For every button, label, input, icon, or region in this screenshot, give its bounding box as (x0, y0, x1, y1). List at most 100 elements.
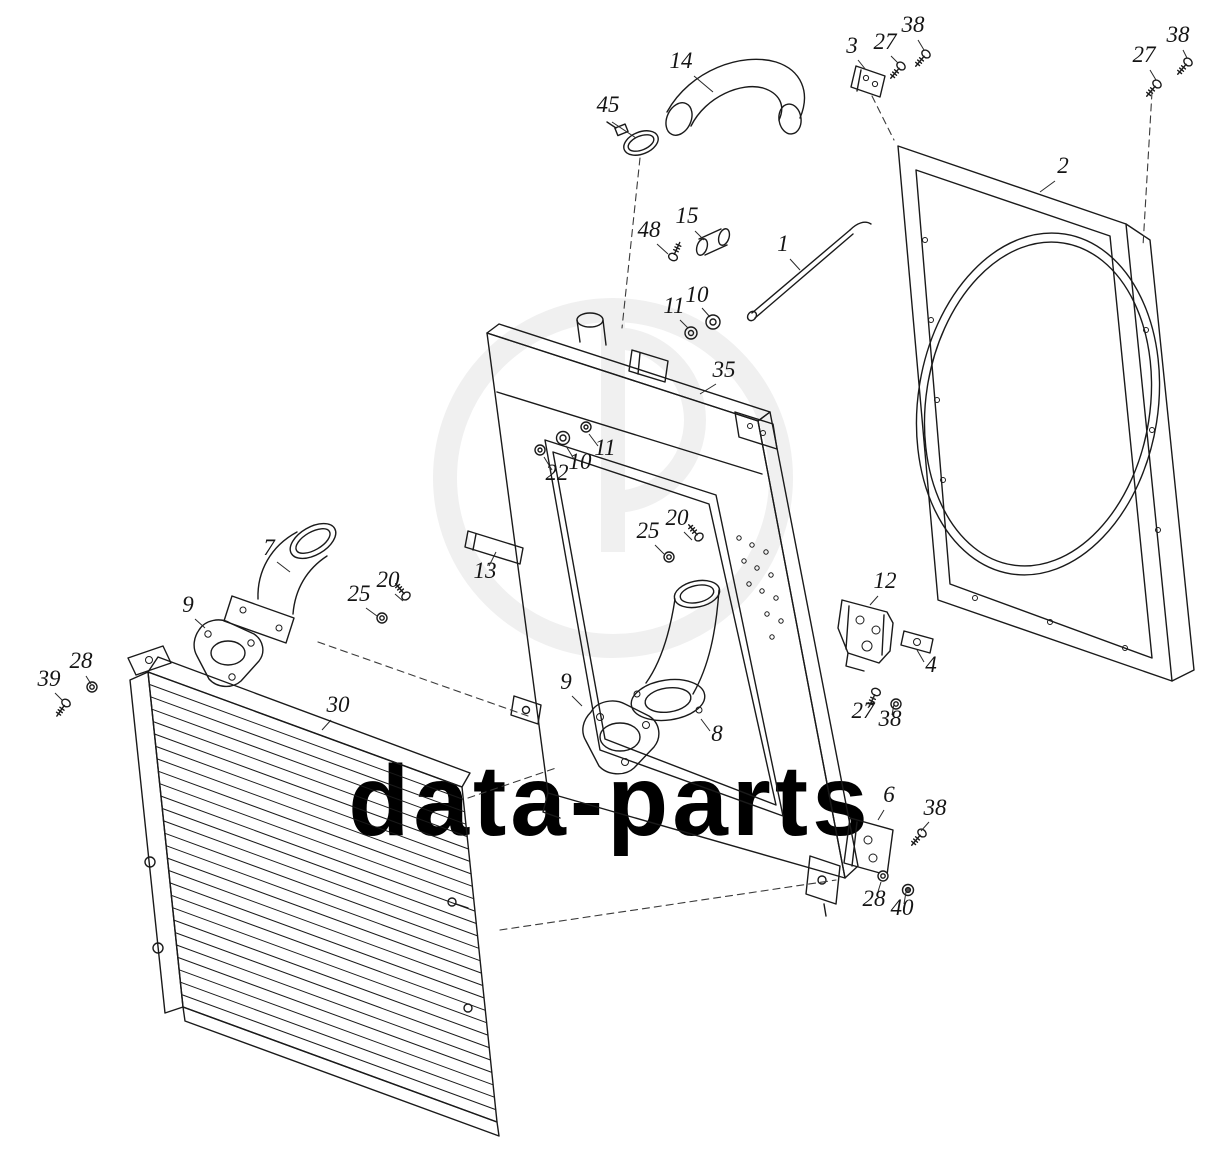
callout-leader-20 (683, 531, 693, 541)
callout-label-15: 15 (676, 203, 699, 228)
screw-38-top-left (911, 47, 933, 70)
core-fin (177, 956, 493, 1073)
artwork (52, 47, 1195, 1137)
callout-leader-30 (321, 719, 332, 731)
callout-label-14: 14 (670, 48, 693, 73)
screw-48 (666, 239, 685, 263)
callout-label-48: 48 (638, 217, 662, 242)
callout-label-4: 4 (925, 652, 937, 677)
callout-label-38: 38 (878, 706, 903, 731)
callout-label-38: 38 (901, 12, 926, 37)
callout-label-25: 25 (637, 518, 660, 543)
core-fin (160, 795, 476, 912)
part-stud-11-frame (580, 421, 592, 433)
callout-leader-38 (1182, 49, 1188, 59)
callout-label-40: 40 (891, 895, 915, 920)
core-fin (169, 882, 485, 999)
core-fin (172, 907, 488, 1024)
screw-38-top-right (1173, 55, 1195, 78)
core-fin (174, 932, 490, 1049)
part-radiator-frame-35 (486, 312, 859, 917)
callout-label-27: 27 (852, 698, 877, 723)
callout-leader-6 (877, 809, 885, 821)
watermark-text: data-parts (348, 745, 871, 857)
part-washer-10-rod (705, 314, 721, 330)
callout-leader-9 (194, 618, 206, 629)
callout-label-3: 3 (845, 33, 858, 58)
callout-leader-45 (611, 121, 637, 139)
core-fin (179, 981, 495, 1098)
callout-label-35: 35 (712, 357, 736, 382)
callout-leader-27 (867, 696, 875, 709)
core-fin (181, 994, 497, 1111)
part-gasket-9-center (582, 700, 660, 775)
part-nut-11-rod (684, 326, 698, 340)
callout-label-6: 6 (883, 782, 895, 807)
callout-label-20: 20 (377, 567, 401, 592)
callout-leader-12 (869, 595, 879, 606)
watermark-logo-bowl (612, 327, 706, 513)
fasteners (52, 47, 1195, 897)
callout-label-13: 13 (474, 558, 497, 583)
callout-leader-1 (789, 258, 801, 271)
part-gasket-9-left (193, 619, 264, 688)
callout-leader-15 (694, 230, 705, 241)
callout-leader-4 (916, 649, 925, 663)
callout-leader-48 (656, 243, 669, 255)
callout-label-11: 11 (663, 293, 684, 318)
core-fin (157, 770, 473, 887)
core-fin (173, 919, 489, 1036)
core-fin (176, 944, 491, 1061)
core-fin (155, 745, 471, 862)
core-fin (178, 969, 494, 1086)
washer-25-left (376, 612, 388, 624)
core-fin (152, 721, 468, 838)
watermark: data-parts (348, 298, 871, 857)
core-fin (166, 857, 482, 974)
part-tube-15 (695, 228, 731, 256)
callout-label-28: 28 (863, 886, 887, 911)
callout-leader-39 (54, 692, 63, 701)
callout-label-25: 25 (348, 581, 371, 606)
callout-label-1: 1 (777, 231, 789, 256)
part-fan-shroud-2 (897, 145, 1195, 682)
screw-27-top-left (886, 59, 908, 82)
core-fin (150, 696, 466, 813)
callout-label-9: 9 (560, 669, 572, 694)
callout-leader-25 (654, 544, 665, 555)
watermark-logo-ring (433, 298, 793, 658)
callout-label-30: 30 (326, 692, 351, 717)
callout-label-10: 10 (569, 449, 593, 474)
callout-leader-11 (679, 319, 689, 329)
part-washer-22-frame (534, 444, 546, 456)
callout-label-38: 38 (923, 795, 948, 820)
core-fin (164, 832, 480, 949)
callout-leader-27 (1149, 69, 1157, 81)
callout-label-7: 7 (263, 535, 276, 560)
callout-label-12: 12 (874, 568, 897, 593)
callout-leader-38 (920, 821, 930, 832)
callout-label-38: 38 (1166, 22, 1191, 47)
callout-label-45: 45 (597, 92, 620, 117)
core-fin (170, 894, 486, 1011)
callout-label-8: 8 (711, 721, 723, 746)
screw-27-top-right (1142, 77, 1164, 100)
core-fin (154, 733, 469, 850)
screw-38-bottom-right (907, 826, 929, 849)
part-intercooler-core-30 (127, 645, 500, 1137)
callout-leader-2 (1039, 180, 1056, 193)
core-fin (168, 870, 484, 986)
callout-leader-27 (890, 55, 899, 64)
part-hose-14 (665, 58, 805, 136)
callout-label-11: 11 (594, 435, 615, 460)
part-rod-1 (746, 221, 872, 322)
core-fin (151, 708, 467, 825)
core-fins (148, 683, 497, 1111)
washer-28-bottom-right (877, 870, 889, 882)
callout-label-27: 27 (1133, 42, 1158, 67)
callout-leader-8 (700, 718, 711, 732)
callout-leader-40 (903, 891, 907, 905)
